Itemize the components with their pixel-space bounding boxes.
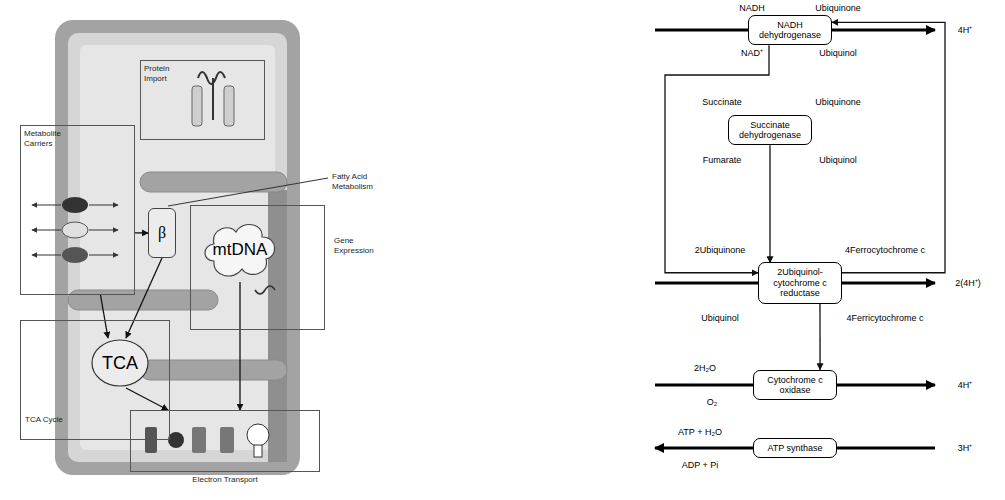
complex-name: Succinate dehydrogenase	[732, 120, 808, 141]
complex-name: 2Ubiquinol-cytochrome c reductase	[762, 267, 838, 298]
flow-arrow	[665, 45, 769, 272]
substrate-label: 4Ferrocytochrome c	[845, 245, 925, 255]
substrate-label: Ubiquinol	[819, 155, 857, 165]
import-protein	[198, 72, 225, 120]
carrier-arrow	[32, 255, 61, 256]
carrier-arrow	[89, 205, 118, 206]
node-text: mtDNA	[213, 240, 268, 260]
complex-box: Cytochrome c oxidase	[753, 370, 837, 401]
complex-box: Succinate dehydrogenase	[728, 115, 812, 146]
beta-box: β	[148, 208, 176, 258]
substrate-label: Ubiquinone	[815, 3, 861, 13]
substrate-label: 4H⁺	[958, 380, 973, 390]
import-channel	[224, 86, 234, 126]
substrate-label: 4Ferricytochrome c	[846, 313, 923, 323]
complex-name: Cytochrome c oxidase	[757, 375, 833, 396]
matrix	[80, 45, 275, 450]
dna-strand	[255, 286, 275, 294]
intermembrane-space	[68, 33, 287, 462]
flow-arrow	[239, 282, 240, 410]
substrate-label: O₂	[707, 397, 718, 407]
complex-symbol	[145, 427, 157, 453]
substrate-label: 2(4H⁺)	[955, 278, 981, 288]
complex-box: NADH dehydrogenase	[748, 15, 832, 46]
substrate-label: ATP + H₂O	[678, 427, 722, 437]
carrier-symbol	[62, 222, 88, 238]
region-box: Protein Import	[140, 60, 265, 140]
crista	[140, 360, 287, 380]
complex-name: NADH dehydrogenase	[752, 20, 828, 41]
complex-box: ATP synthase	[753, 438, 837, 458]
complex-symbol	[192, 427, 206, 453]
substrate-label: 2Ubiquinone	[695, 245, 746, 255]
substrate-label: 2H₂O	[694, 363, 716, 373]
carrier-arrow	[32, 230, 61, 231]
substrate-label: Fumarate	[703, 155, 742, 165]
import-channel	[192, 86, 202, 126]
region-heading: Protein Import	[144, 64, 184, 83]
flow-arrow	[126, 388, 168, 410]
substrate-label: Ubiquinone	[815, 97, 861, 107]
complex-symbol	[220, 427, 234, 453]
carrier-arrow	[89, 230, 118, 231]
cycle-outline	[92, 340, 148, 386]
complex-symbol	[168, 432, 184, 448]
substrate-label: NADH	[739, 3, 765, 13]
region-heading: Gene Expression	[334, 236, 390, 255]
atp-synthase-symbol	[254, 445, 262, 457]
region-box: Metabolite Carriers	[20, 125, 135, 295]
outer-membrane	[55, 20, 300, 475]
flow-arrow	[135, 232, 148, 233]
cloud-outline	[205, 225, 275, 276]
substrate-label: Ubiquinol	[701, 313, 739, 323]
complex-box: 2Ubiquinol-cytochrome c reductase	[758, 262, 842, 303]
node-text: β	[158, 224, 166, 242]
carrier-arrow	[89, 255, 118, 256]
substrate-label: Succinate	[702, 97, 742, 107]
carrier-symbol	[62, 247, 88, 263]
flow-arrow	[769, 145, 770, 262]
region-heading: Metabolite Carriers	[24, 129, 76, 148]
membrane-band	[268, 190, 287, 462]
region-box: TCA TCA Cycle	[20, 320, 170, 440]
flow-arrow	[832, 22, 945, 272]
region-box: Electron Transport	[130, 410, 320, 472]
dna-cloud: mtDNA	[200, 217, 280, 282]
substrate-label: Ubiquinol	[819, 48, 857, 58]
substrate-label: 4H⁺	[958, 25, 973, 35]
atp-synthase-symbol	[247, 424, 269, 446]
flow-arrow	[819, 304, 820, 370]
node-text: TCA	[102, 353, 138, 374]
flow-arrow	[101, 295, 109, 338]
region-heading: Electron Transport	[131, 475, 319, 485]
region-heading: TCA Cycle	[25, 415, 65, 425]
cycle-circle: TCA	[90, 338, 150, 388]
substrate-label: 3H⁺	[958, 443, 973, 453]
substrate-label: ADP + Pi	[682, 460, 719, 470]
carrier-arrow	[32, 205, 61, 206]
substrate-label: NAD⁺	[741, 48, 763, 58]
leader-line	[168, 178, 328, 206]
carrier-symbol	[62, 197, 88, 213]
complex-name: ATP synthase	[757, 443, 833, 453]
region-box: mtDNAGene Expression	[190, 205, 325, 330]
flow-arrow	[126, 258, 162, 338]
function-label: Fatty Acid Metabolism	[332, 172, 390, 191]
